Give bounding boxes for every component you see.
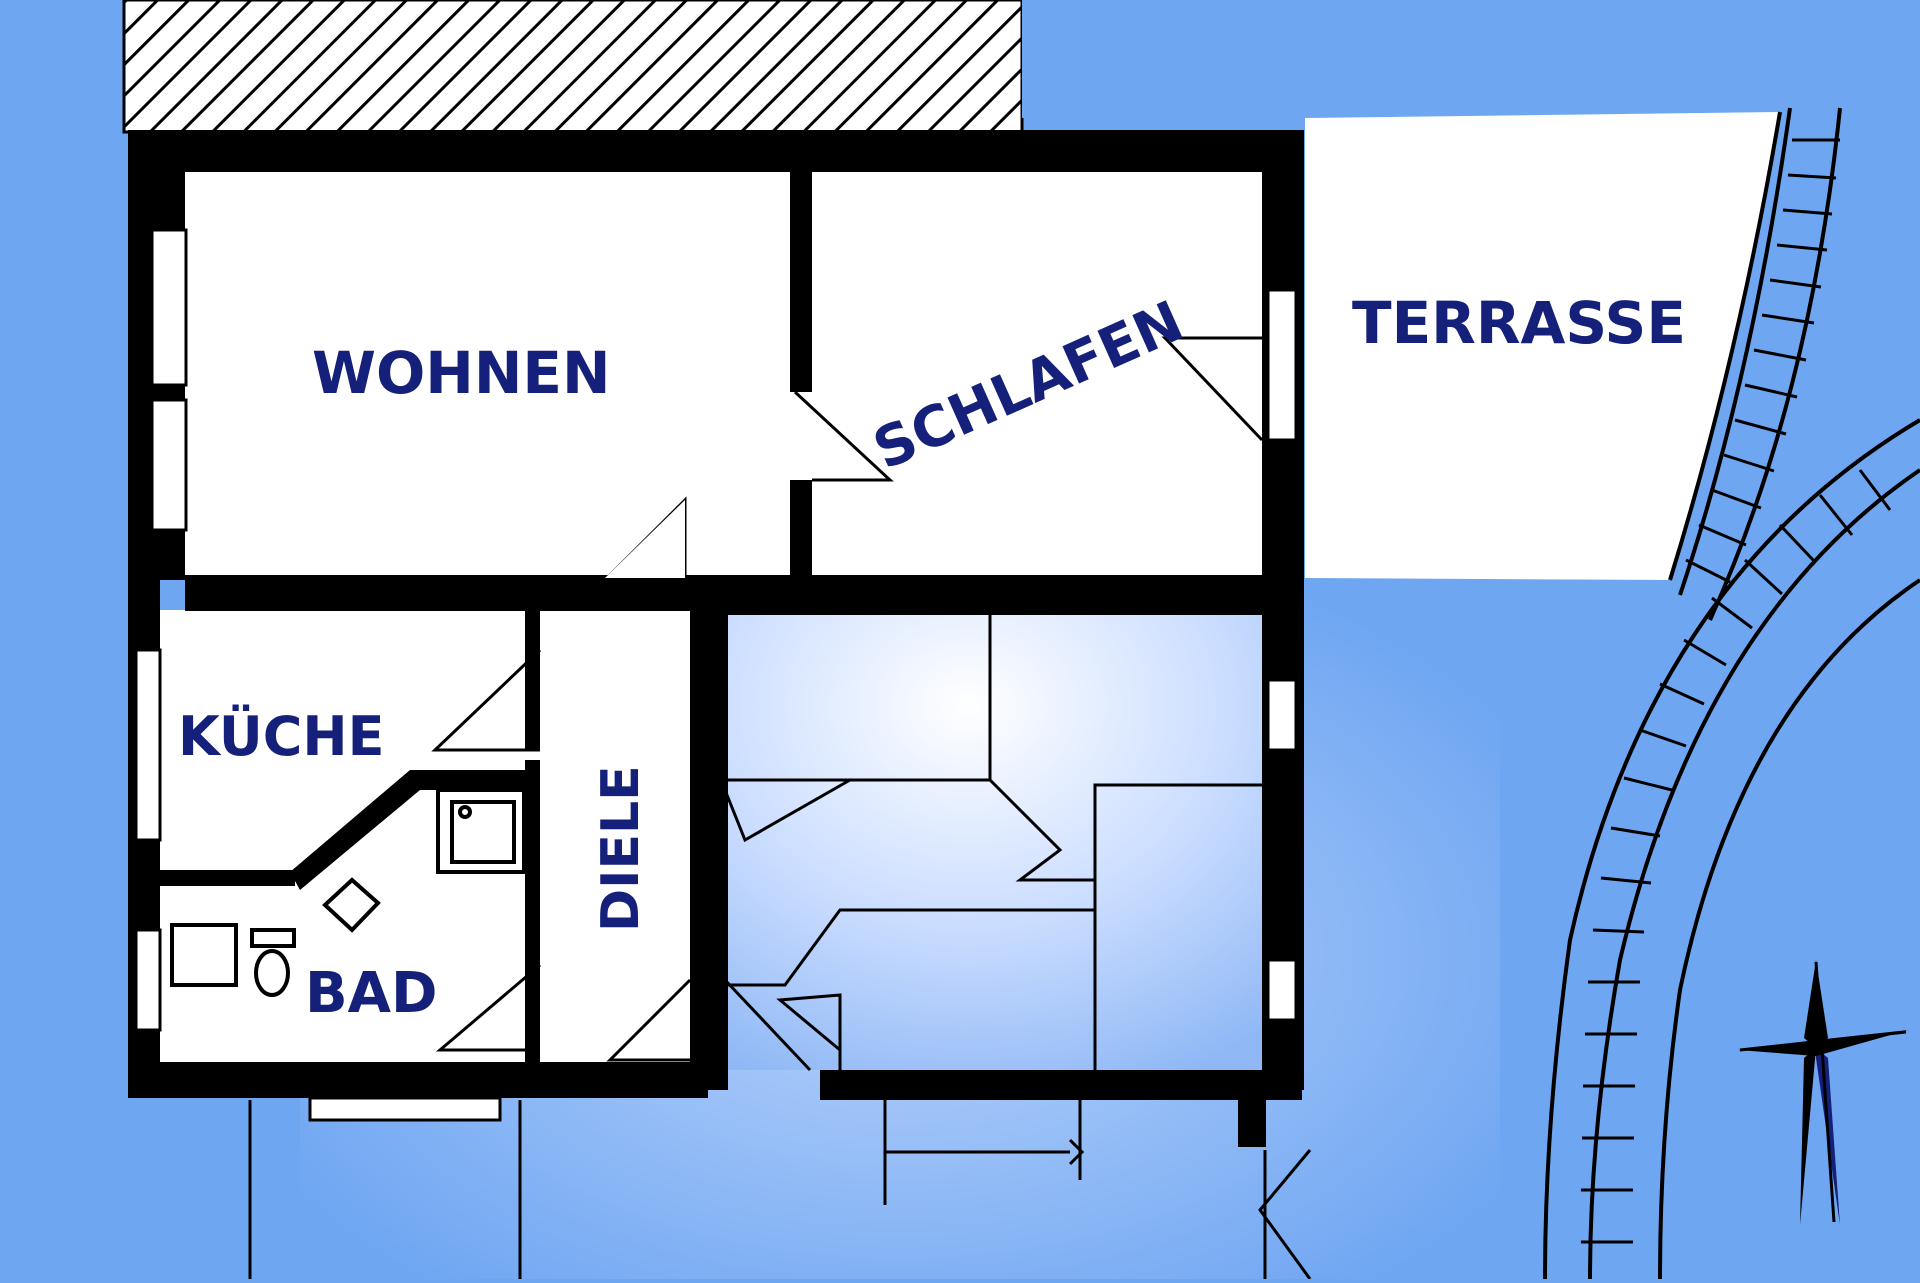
wall-bad-diagonal (290, 770, 540, 890)
bath-fixtures (170, 788, 526, 997)
wall-mid-right (690, 575, 1302, 615)
bidet-icon (322, 877, 381, 933)
walls (128, 130, 1304, 1147)
wall-stub (1238, 1085, 1266, 1147)
terrasse-area (1305, 112, 1780, 580)
wall-kueche-bad (155, 870, 295, 886)
wall-bottom-left (128, 1062, 708, 1098)
wall-wohnen-schlafen (790, 172, 812, 392)
wall-kueche-right (525, 610, 540, 750)
toilet-icon (254, 949, 290, 997)
top-gap (1022, 0, 1282, 118)
wall-top (130, 130, 1300, 172)
label-bad: BAD (305, 961, 438, 1026)
wall-bad-right (525, 760, 540, 1070)
entrance-steps (248, 1100, 1312, 1280)
interior-lines (723, 615, 1262, 1072)
windows (134, 228, 1298, 1122)
wall-wohnen-schlafen-low (790, 480, 812, 580)
label-terrasse: TERRASSE (1352, 289, 1686, 357)
curved-paving-path (1543, 107, 1920, 1280)
wall-bottom-right (820, 1070, 1302, 1100)
paving-stones (1581, 138, 1892, 1244)
wall-hatching (122, 0, 1024, 134)
label-wohnen: WOHNEN (312, 339, 611, 407)
label-diele: DIELE (591, 765, 651, 932)
compass-rose-icon (1738, 960, 1908, 1225)
upper-floor-fill (185, 172, 1265, 580)
building (155, 172, 1265, 1070)
terrasse-edge (1668, 111, 1782, 581)
sink-icon (170, 923, 238, 987)
label-kueche: KÜCHE (178, 705, 384, 768)
lower-left-fill (155, 610, 715, 1065)
lower-right-rooms (725, 615, 1265, 1070)
wall-diele-right (690, 600, 728, 1090)
diele-notch (605, 500, 685, 578)
